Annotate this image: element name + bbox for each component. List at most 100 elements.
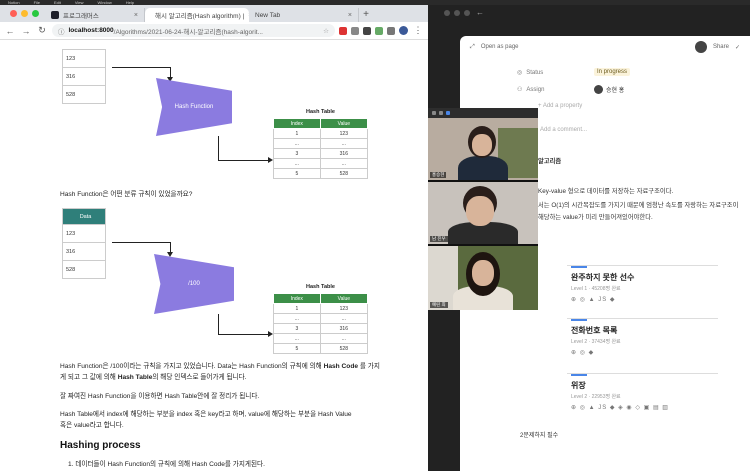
arrowhead [268, 331, 273, 337]
col-value: Value [319, 118, 369, 129]
cell: ... [319, 138, 369, 149]
data-cell: 316 [62, 67, 106, 86]
check-icon[interactable]: ✓ [734, 44, 740, 51]
table-row: ...... [273, 313, 369, 324]
new-tab-button[interactable]: + [363, 9, 369, 20]
menu-item-notion[interactable]: Notion [8, 0, 20, 5]
tab-label: 해시 알고리즘(Hash algorithm) | [155, 13, 245, 20]
problem-title[interactable]: 완주하지 못한 선수 [571, 273, 635, 282]
avatar[interactable] [694, 41, 707, 53]
fig2-data-table: Data 123 316 528 [62, 208, 106, 279]
open-as-page-icon[interactable]: ⤢ [470, 43, 475, 50]
cell: 528 [319, 343, 369, 354]
paragraph-hash-code: Hash Function은 /100이라는 규칙을 가지고 있었습니다. Da… [60, 361, 380, 383]
close-tab-icon[interactable]: × [347, 11, 352, 19]
add-property-button[interactable]: + Add a property [538, 103, 583, 109]
menu-item-help[interactable]: Help [125, 0, 134, 5]
menu-item-edit[interactable]: Edit [54, 0, 61, 5]
problem-card[interactable]: 완주하지 못한 선수 Level 1 · 45208명 완료 ⊕ ◎ ▲ JS … [567, 265, 718, 307]
data-cell: 528 [62, 85, 106, 104]
status-label: Status [526, 69, 544, 76]
add-comment-input[interactable]: Add a comment... [540, 127, 588, 133]
participant-video[interactable]: 홍승현 [428, 118, 538, 180]
cell: 316 [319, 323, 369, 334]
arrow-line [112, 242, 170, 243]
problem-meta: Level 2 · 37434명 완료 [571, 339, 621, 345]
col-index: Index [273, 118, 321, 129]
problem-title[interactable]: 전화번호 목록 [571, 326, 618, 335]
puzzle-extensions-icon[interactable] [387, 26, 395, 35]
arrow-line [218, 136, 219, 160]
participant-video[interactable]: 남 진우 [428, 182, 538, 244]
assign-property[interactable]: ⚇ Assign [517, 86, 544, 94]
url-path: /Algorithms/2021-06-24-해시-알고리즘(hash-algo… [113, 28, 263, 36]
cell: ... [273, 333, 321, 344]
hash-function-label: Hash Function [174, 104, 214, 110]
open-as-page-link[interactable]: Open as page [480, 44, 519, 50]
cell: 3 [273, 148, 321, 159]
arrow-line [218, 160, 268, 161]
close-tab-icon[interactable]: × [248, 12, 249, 19]
card-accent-bar [571, 266, 587, 268]
forward-arrow-icon[interactable]: → [21, 25, 31, 36]
zoom-window-button[interactable] [464, 10, 470, 16]
more-menu-icon[interactable]: ⋮ [413, 25, 423, 35]
menu-item-file[interactable]: File [33, 0, 41, 5]
arrowhead [167, 252, 173, 257]
tab-programmers[interactable]: 프로그래머스 × [45, 8, 145, 22]
para-text: 를 가지게 되고 그 값에 의해 [60, 363, 380, 381]
close-tab-icon[interactable]: × [133, 11, 138, 19]
close-window-button[interactable] [10, 10, 17, 17]
data-cell: 123 [62, 224, 106, 243]
cell: 123 [319, 303, 369, 314]
fig1-data-table: 123 316 528 [62, 49, 106, 104]
tab-hash-algorithm[interactable]: 해시 알고리즘(Hash algorithm) | × [145, 8, 249, 22]
assign-value[interactable]: 승현 홍 [594, 85, 624, 94]
arrow-line [170, 67, 171, 77]
extension-icon[interactable] [351, 26, 359, 35]
minimize-window-button[interactable] [21, 10, 28, 17]
extension-icon[interactable] [375, 26, 383, 35]
menu-item-view[interactable]: View [74, 0, 84, 5]
video-call-window[interactable]: 홍승현 남 진우 예린 최 [428, 108, 538, 310]
list-item: 1. 데이터들이 Hash Function의 규칙에 의해 Hash Code… [68, 461, 265, 468]
back-arrow-icon[interactable]: ← [476, 8, 484, 17]
profile-avatar[interactable] [399, 26, 408, 35]
footer-text: 2문제하지 필수 [520, 433, 559, 439]
extension-icon[interactable] [363, 26, 371, 35]
reload-icon[interactable]: ↻ [38, 25, 46, 35]
problem-card[interactable]: 전화번호 목록 Level 2 · 37434명 완료 ⊕ ◎ ◆ [567, 318, 718, 360]
problem-title[interactable]: 위장 [571, 381, 586, 390]
zoom-window-button[interactable] [32, 10, 39, 17]
participant-face [472, 134, 492, 156]
status-value[interactable]: In progress [594, 68, 631, 76]
browser-window: 프로그래머스 × 해시 알고리즘(Hash algorithm) | × New… [0, 5, 428, 471]
problem-card[interactable]: 위장 Level 2 · 22953명 완료 ⊕ ◎ ▲ JS ◆ ◈ ◉ ◇ … [567, 373, 718, 415]
close-window-button[interactable] [444, 10, 450, 16]
table-row: ...... [273, 333, 369, 344]
para-text: Hash Function은 /100이라는 규칙을 가지고 있었습니다. Da… [60, 363, 324, 370]
address-bar[interactable]: ⓘ localhost:8000/Algorithms/2021-06-24-해… [52, 24, 335, 37]
arrowhead [268, 157, 273, 163]
info-icon[interactable]: ⓘ [58, 28, 65, 36]
tab-new-tab[interactable]: New Tab × [249, 8, 359, 22]
share-button[interactable]: Share [712, 44, 729, 50]
status-property[interactable]: ◎ Status [517, 69, 544, 77]
cell: 316 [319, 148, 369, 159]
bookmark-star-icon[interactable]: ☆ [323, 27, 329, 35]
division-function-shape: /100 [154, 254, 234, 314]
window-control-icon[interactable] [439, 111, 443, 115]
extension-icon[interactable] [339, 26, 347, 35]
menu-item-window[interactable]: Window [97, 0, 112, 5]
minimize-window-button[interactable] [454, 10, 460, 16]
mac-menubar: Notion File Edit View Window Help [0, 0, 750, 5]
grid-view-icon[interactable] [446, 111, 450, 115]
hash-function-shape: Hash Function [156, 78, 232, 136]
window-control-icon[interactable] [432, 111, 436, 115]
para-text: Hash Table에서 index에 해당하는 부분을 index 혹은 ke… [60, 411, 352, 418]
back-arrow-icon[interactable]: ← [5, 25, 15, 36]
participant-video[interactable]: 예린 최 [428, 246, 538, 310]
